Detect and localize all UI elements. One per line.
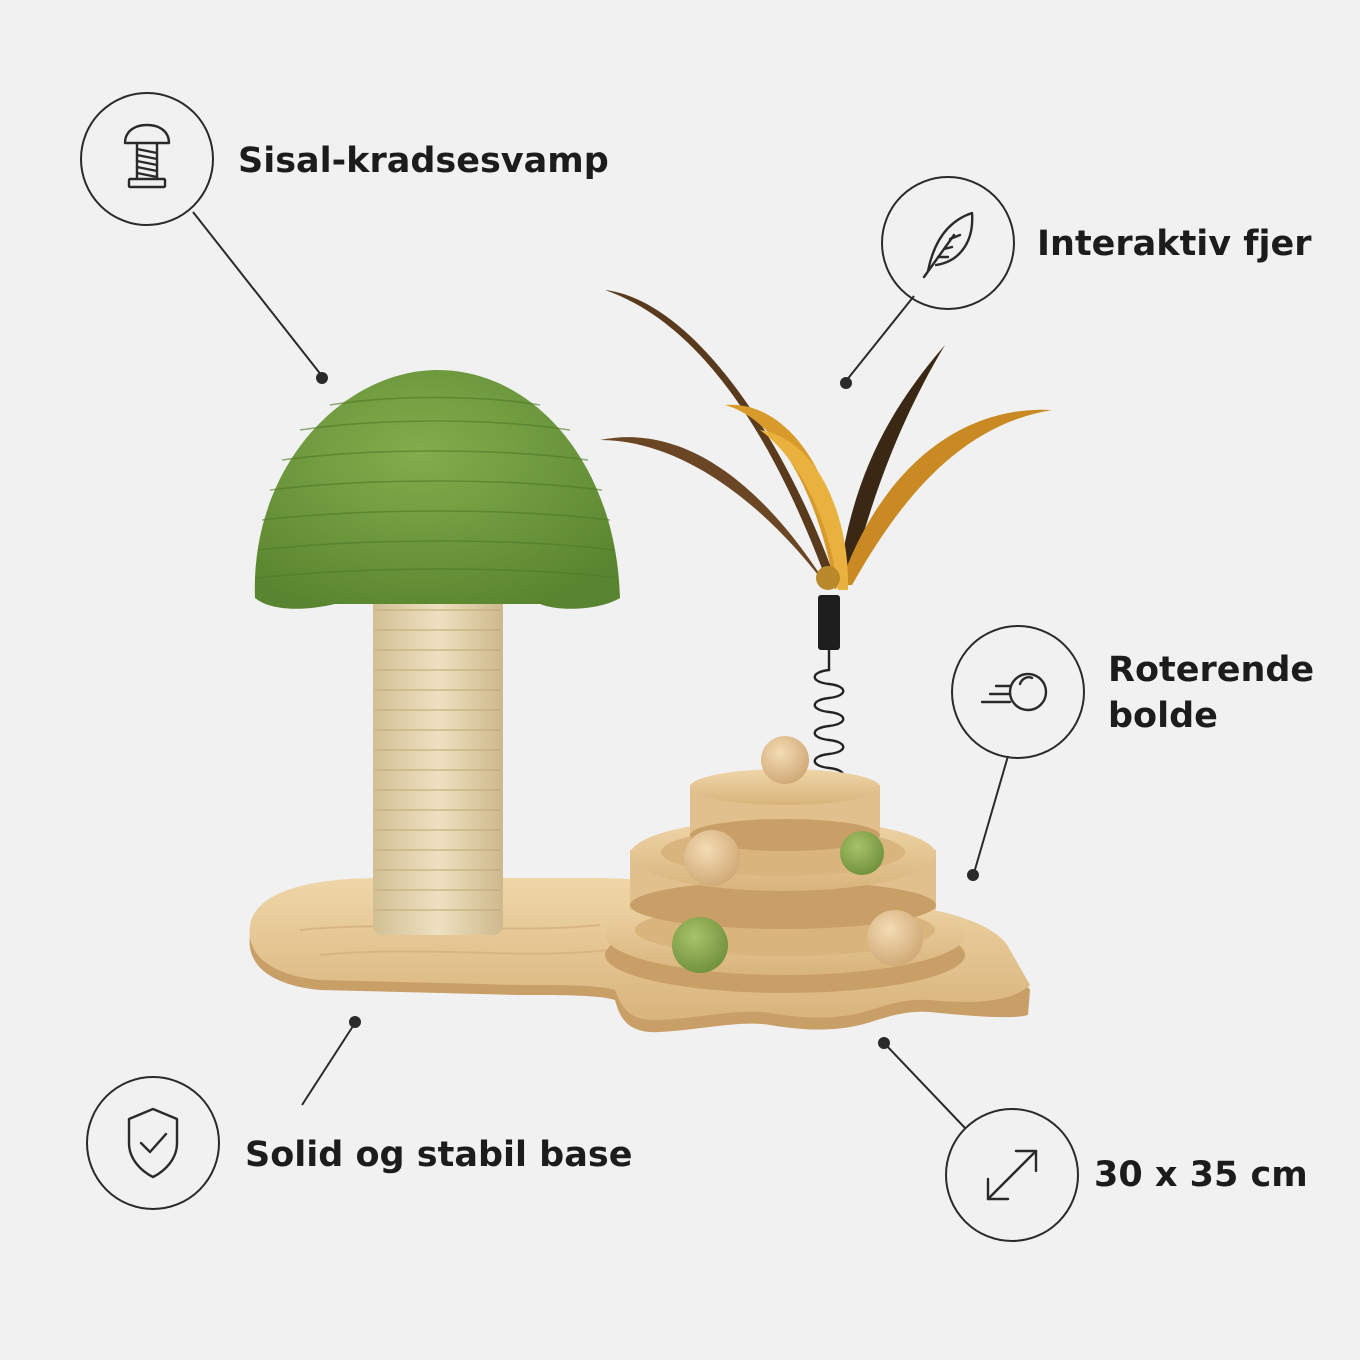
feather-icon	[922, 211, 974, 279]
sisal-mushroom-cap	[254, 369, 620, 609]
balls-feature-badge	[951, 625, 1085, 759]
wooden-ball-mid	[684, 830, 740, 886]
base-feature-label: Solid og stabil base	[245, 1135, 633, 1175]
rolling-ball-icon	[980, 672, 1048, 712]
connector-feather	[845, 295, 915, 382]
balls-label-line2: bolde	[1108, 696, 1218, 736]
connector-size	[884, 1043, 966, 1129]
ball-tower	[605, 736, 965, 993]
feather-feature-label: Interaktiv fjer	[1037, 224, 1312, 264]
size-feature-label: 30 x 35 cm	[1094, 1155, 1308, 1195]
sisal-feature-label: Sisal-kradsesvamp	[238, 141, 609, 181]
catnip-ball-low	[672, 917, 728, 973]
feather-feature-badge	[881, 176, 1015, 310]
sisal-post	[373, 585, 503, 935]
size-feature-badge	[945, 1108, 1079, 1242]
connector-dot-sisal	[316, 372, 328, 384]
catnip-ball-mid	[840, 831, 884, 875]
shield-check-icon	[127, 1107, 179, 1179]
connector-dot-feather	[840, 377, 852, 389]
base-feature-badge	[86, 1076, 220, 1210]
diagonal-arrow-icon	[986, 1149, 1038, 1201]
sisal-post-icon	[123, 123, 171, 189]
connector-base	[301, 1022, 356, 1106]
connector-sisal	[192, 211, 323, 377]
connector-dot-balls	[967, 869, 979, 881]
connector-dot-size	[878, 1037, 890, 1049]
balls-feature-label: Roterende bolde	[1108, 647, 1314, 739]
balls-label-line1: Roterende	[1108, 650, 1315, 690]
wooden-ball-low	[867, 910, 923, 966]
wooden-ball-top	[761, 736, 809, 784]
sisal-feature-badge	[80, 92, 214, 226]
feather-toy	[600, 290, 1052, 650]
connector-dot-base	[349, 1016, 361, 1028]
connector-balls	[973, 755, 1009, 874]
